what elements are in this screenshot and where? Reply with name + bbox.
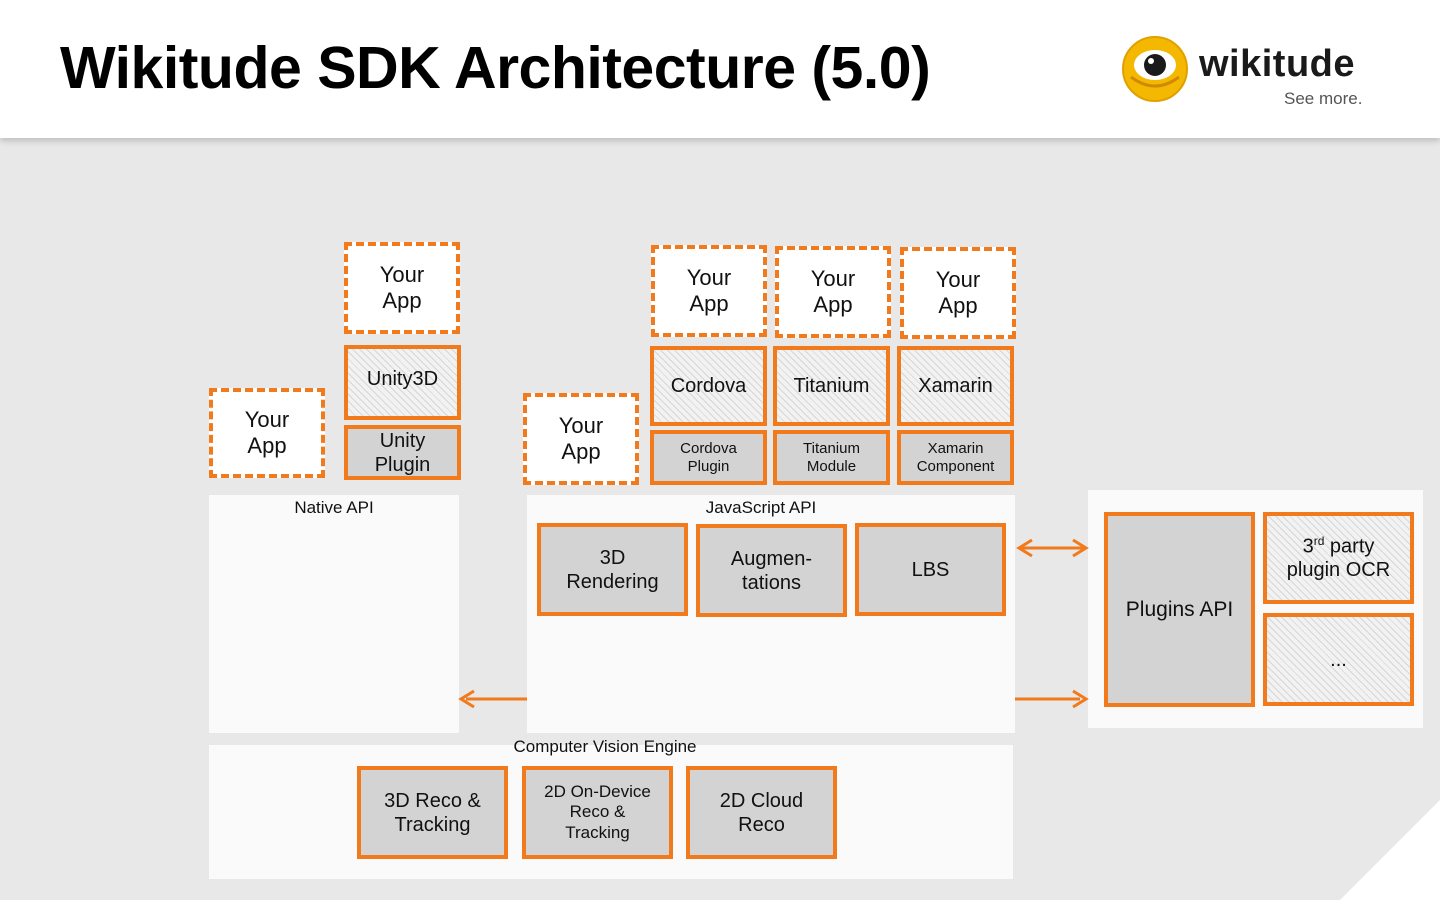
cv-engine-label: Computer Vision Engine xyxy=(513,737,697,756)
lbs-box: LBS xyxy=(855,523,1006,616)
xamarin-your-app: Your App xyxy=(900,247,1016,339)
xamarin-box: Xamarin xyxy=(897,346,1014,426)
3d-rendering-box: 3D Rendering xyxy=(537,523,688,616)
ocr-line2: plugin OCR xyxy=(1286,559,1391,582)
native-api-label: Native API xyxy=(294,498,374,517)
cordova-box: Cordova xyxy=(650,346,767,426)
native-api-panel xyxy=(209,495,459,733)
unity-plugin-box: Unity Plugin xyxy=(344,425,461,480)
unity3d-box: Unity3D xyxy=(344,345,461,420)
slide-header: Wikitude SDK Architecture (5.0) wikitude… xyxy=(0,0,1440,138)
logo-tagline: See more. xyxy=(1284,89,1363,108)
3d-reco-tracking-box: 3D Reco & Tracking xyxy=(357,766,508,859)
augmentations-box: Augmen- tations xyxy=(696,524,847,617)
third-party-ocr-box: 3rd party plugin OCR xyxy=(1263,512,1414,604)
js-plugins-arrow xyxy=(1016,538,1089,558)
more-plugins-box: ... xyxy=(1263,613,1414,706)
logo-wordmark: wikitude xyxy=(1199,43,1356,85)
wikitude-logo: wikitude See more. xyxy=(1121,35,1381,115)
2d-cloud-reco-box: 2D Cloud Reco xyxy=(686,766,837,859)
javascript-your-app: Your App xyxy=(523,393,639,485)
titanium-box: Titanium xyxy=(773,346,890,426)
titanium-your-app: Your App xyxy=(775,246,891,338)
ocr-line1-prefix: 3 xyxy=(1302,535,1314,558)
xamarin-component-box: Xamarin Component xyxy=(897,430,1014,485)
2d-on-device-reco-box: 2D On-Device Reco & Tracking xyxy=(522,766,673,859)
plugins-api-box: Plugins API xyxy=(1104,512,1255,707)
cordova-plugin-box: Cordova Plugin xyxy=(650,430,767,485)
eye-logo-icon xyxy=(1122,36,1188,102)
ocr-line1-suffix: party xyxy=(1324,535,1375,558)
cordova-your-app: Your App xyxy=(651,245,767,337)
corner-decoration xyxy=(1340,800,1440,900)
javascript-api-label: JavaScript API xyxy=(705,498,817,517)
ocr-superscript: rd xyxy=(1313,533,1325,548)
native-your-app: Your App xyxy=(209,388,325,478)
titanium-module-box: Titanium Module xyxy=(773,430,890,485)
unity-your-app: Your App xyxy=(344,242,460,334)
slide-title: Wikitude SDK Architecture (5.0) xyxy=(60,35,931,101)
